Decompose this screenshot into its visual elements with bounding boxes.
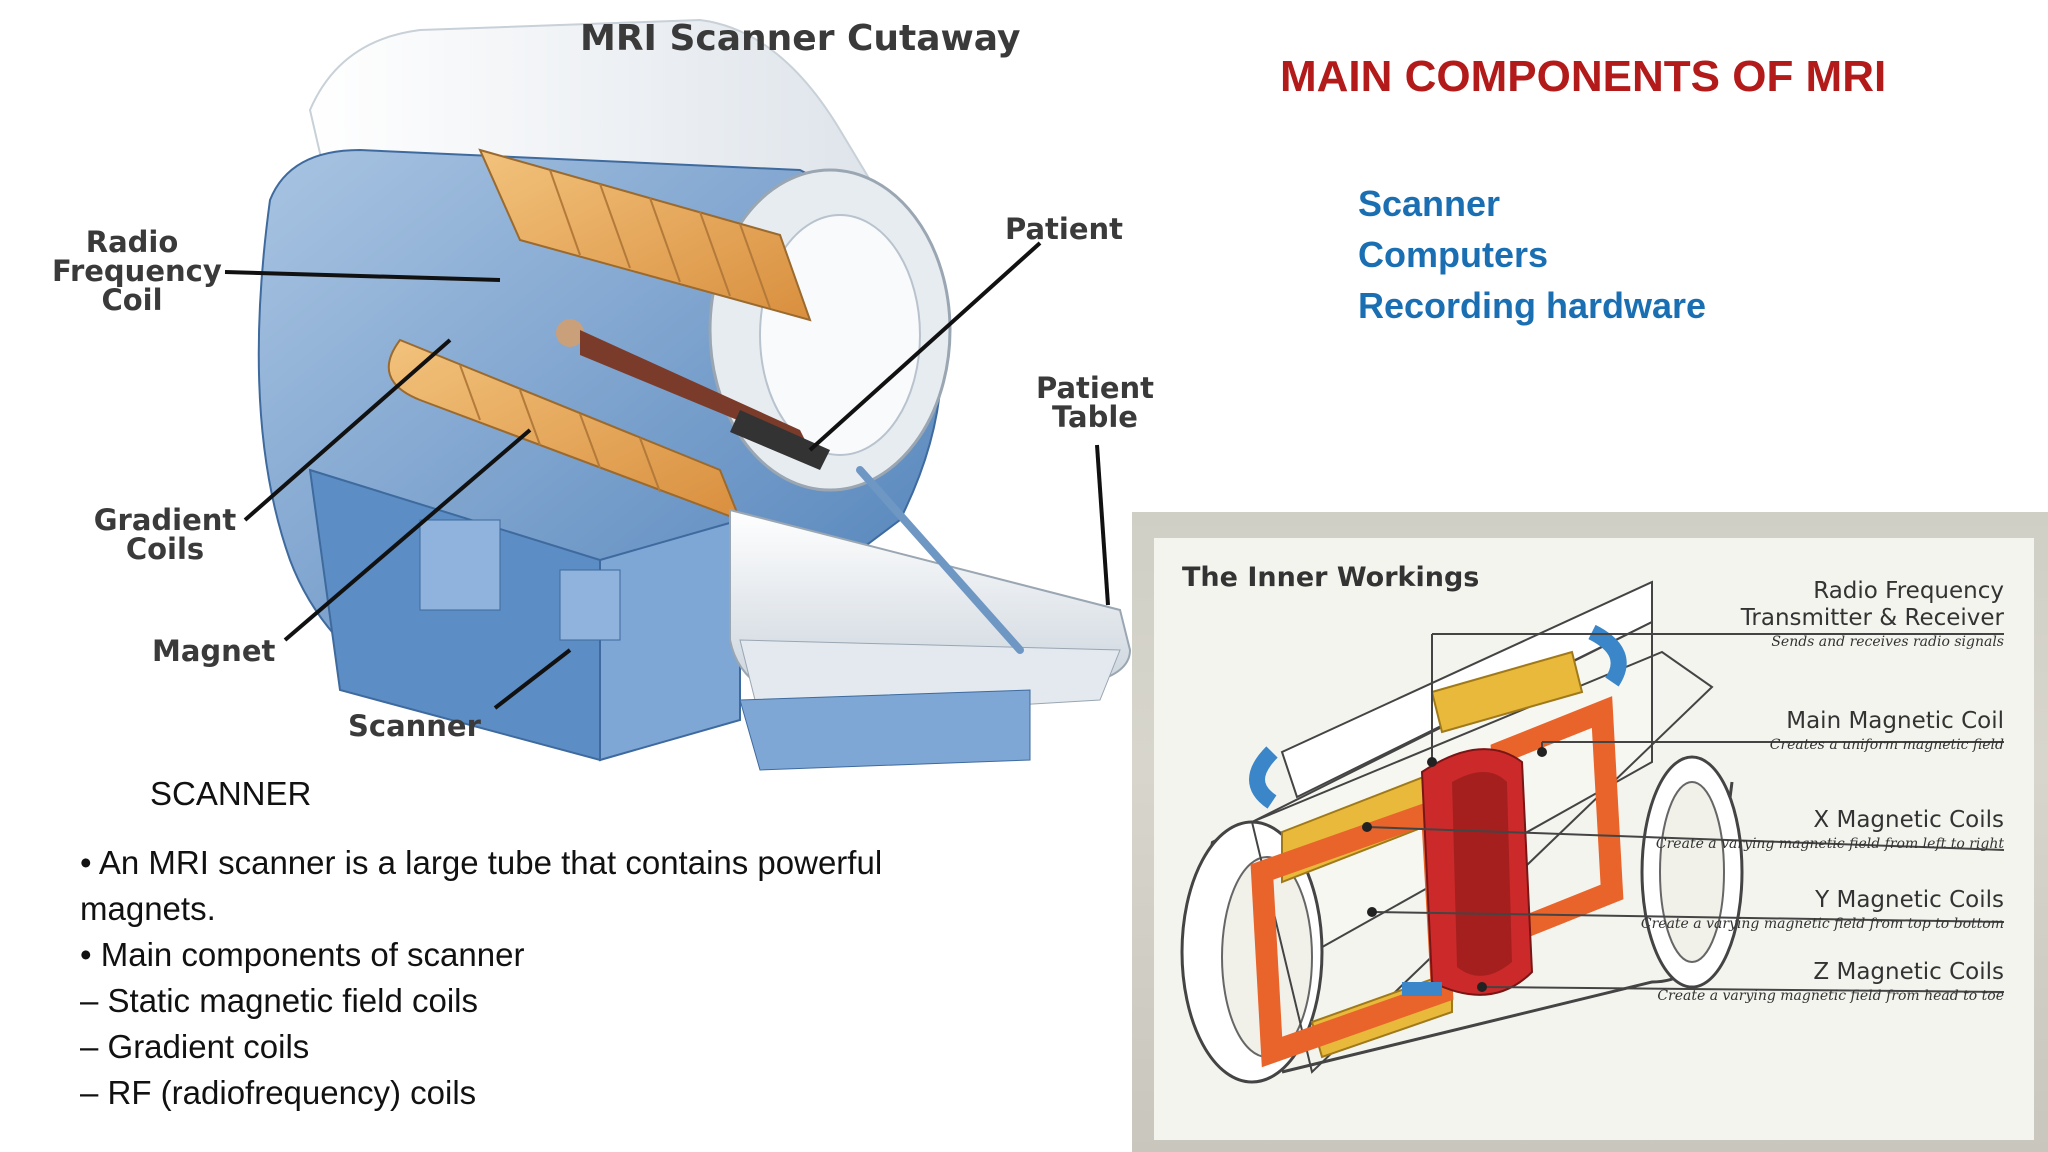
scanner-bullets: • An MRI scanner is a large tube that co…	[80, 840, 980, 1116]
main-heading: MAIN COMPONENTS OF MRI	[1280, 52, 1887, 101]
label-patient: Patient	[1005, 212, 1124, 246]
bullet-line: – RF (radiofrequency) coils	[80, 1074, 477, 1111]
inner-workings-panel: The Inner Workings Radio Frequency Trans…	[1132, 512, 2048, 1152]
label-z-magnetic-coils: Z Magnetic Coils Create a varying magnet…	[1657, 959, 2004, 1004]
mri-cutaway-illustration	[224, 18, 1132, 771]
components-list: Scanner Computers Recording hardware	[1358, 178, 1706, 331]
component-item: Scanner	[1358, 183, 1501, 224]
label-gradient-coils: Gradient Coils	[93, 503, 237, 566]
coil-diagram	[1180, 580, 2005, 1084]
label-rf-coil: Radio Frequency Coil	[52, 225, 222, 317]
label-y-magnetic-coils: Y Magnetic Coils Create a varying magnet…	[1640, 887, 2004, 932]
label-magnet: Magnet	[152, 634, 276, 668]
bullet-line: – Gradient coils	[80, 1028, 310, 1065]
cutaway-title: MRI Scanner Cutaway	[580, 18, 1021, 59]
bullet-line: • Main components of scanner	[80, 936, 525, 973]
label-rf-transmitter: Radio Frequency Transmitter & Receiver S…	[1740, 578, 2004, 650]
label-patient-table: Patient Table	[1035, 371, 1155, 434]
bullet-line: magnets.	[80, 890, 216, 927]
component-item: Recording hardware	[1358, 285, 1707, 326]
label-x-magnetic-coils: X Magnetic Coils Create a varying magnet…	[1655, 807, 2004, 852]
mri-cutaway-figure: MRI Scanner Cutaway Radio Frequency Coil…	[40, 0, 1154, 790]
component-item: Computers	[1358, 234, 1549, 275]
label-main-magnetic-coil: Main Magnetic Coil Creates a uniform mag…	[1769, 708, 2004, 753]
inner-workings-title: The Inner Workings	[1182, 562, 1480, 593]
bullet-line: • An MRI scanner is a large tube that co…	[80, 844, 883, 881]
label-scanner: Scanner	[348, 709, 481, 743]
bullet-line: – Static magnetic field coils	[80, 982, 479, 1019]
scanner-heading: SCANNER	[150, 775, 312, 812]
